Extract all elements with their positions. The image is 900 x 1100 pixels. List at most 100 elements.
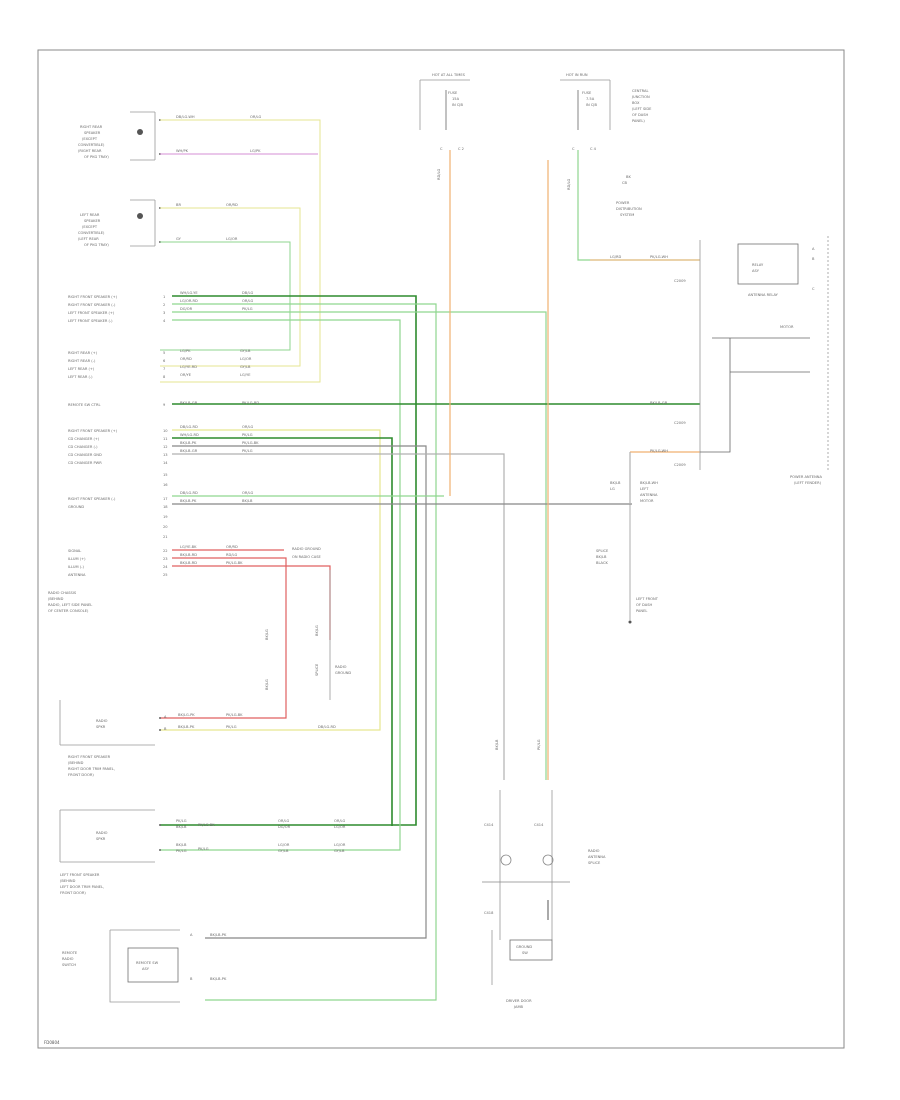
svg-text:BK/LG: BK/LG (265, 629, 269, 640)
svg-text:GROUND: GROUND (516, 945, 532, 949)
fuse-2-group: HOT IN RUN FUSE 7.5A IN CJB CENTRAL JUNC… (560, 73, 652, 190)
svg-text:LEFT FRONT: LEFT FRONT (636, 597, 659, 601)
svg-text:CD CHANGER (-): CD CHANGER (-) (68, 445, 98, 449)
svg-text:OR/LG: OR/LG (242, 299, 254, 303)
svg-text:DB/LG-RD: DB/LG-RD (180, 425, 198, 429)
svg-text:LG/OR: LG/OR (240, 357, 252, 361)
remote-switch-group: REMOTE SW ASY REMOTE RADIO SWITCH A B BK… (62, 929, 227, 1003)
svg-text:2: 2 (163, 303, 165, 307)
svg-text:BK/LG-PK: BK/LG-PK (178, 713, 195, 717)
svg-text:LG/RD: LG/RD (610, 255, 621, 259)
svg-text:RIGHT FRONT SPEAKER (-): RIGHT FRONT SPEAKER (-) (68, 303, 116, 307)
svg-text:BK/LG: BK/LG (265, 679, 269, 690)
svg-text:GY/LB: GY/LB (278, 849, 289, 853)
svg-text:GY/LB: GY/LB (334, 849, 345, 853)
svg-text:PANEL): PANEL) (632, 119, 645, 123)
svg-text:LEFT REAR (-): LEFT REAR (-) (68, 375, 93, 379)
svg-text:BK/LB-PK: BK/LB-PK (210, 977, 227, 981)
svg-text:GY/LB: GY/LB (240, 365, 251, 369)
svg-text:SPLICE: SPLICE (315, 663, 319, 676)
svg-text:OR/LG: OR/LG (242, 425, 254, 429)
svg-text:IN CJB: IN CJB (452, 103, 463, 107)
radio-wire-labels: WH/LG-YE DB/LG LG/OR-RD OR/LG DG/OR PK/L… (180, 291, 668, 565)
svg-text:ANTENNA RELAY: ANTENNA RELAY (748, 293, 779, 297)
svg-text:BK/LB-GR: BK/LB-GR (650, 401, 668, 405)
svg-text:RD/LG: RD/LG (226, 553, 237, 557)
svg-text:RIGHT REAR (-): RIGHT REAR (-) (68, 359, 96, 363)
svg-text:12: 12 (163, 445, 168, 449)
svg-text:RADIO: RADIO (62, 957, 74, 961)
svg-text:RIGHT FRONT SPEAKER (-): RIGHT FRONT SPEAKER (-) (68, 497, 116, 501)
svg-text:C 2: C 2 (458, 147, 464, 151)
svg-text:BK/LB: BK/LB (610, 481, 621, 485)
svg-text:(EXCEPT: (EXCEPT (82, 225, 98, 229)
svg-text:RIGHT DOOR TRIM PANEL,: RIGHT DOOR TRIM PANEL, (68, 767, 115, 771)
svg-text:22: 22 (163, 549, 168, 553)
diagram-frame (37, 49, 845, 1049)
svg-text:ANTENNA: ANTENNA (68, 573, 86, 577)
speaker-icon (137, 129, 143, 135)
svg-text:RADIO CHASSIS: RADIO CHASSIS (48, 591, 77, 595)
ground-right-group: BK/LB LG BK/LB-WH LEFT ANTENNA MOTOR SPL… (596, 481, 659, 624)
svg-text:RADIO: RADIO (96, 831, 108, 835)
svg-text:(EXCEPT: (EXCEPT (82, 137, 98, 141)
svg-text:LG/PK: LG/PK (250, 149, 261, 153)
svg-text:RELAY: RELAY (752, 263, 764, 267)
svg-text:A: A (812, 247, 815, 251)
svg-text:JAMB: JAMB (513, 1005, 524, 1009)
svg-text:LG/PK: LG/PK (180, 349, 191, 353)
svg-text:8: 8 (163, 375, 166, 379)
svg-text:1: 1 (163, 295, 165, 299)
svg-text:7.5A: 7.5A (586, 97, 595, 101)
svg-text:LG/OR-RD: LG/OR-RD (180, 299, 198, 303)
svg-text:FRONT DOOR): FRONT DOOR) (68, 773, 94, 777)
svg-text:IN CJB: IN CJB (586, 103, 597, 107)
svg-text:SPEAKER: SPEAKER (84, 131, 101, 135)
svg-text:BK/LB: BK/LB (176, 843, 187, 847)
rear-speaker-lh-group: LEFT REAR SPEAKER (EXCEPT CONVERTIBLE) (… (78, 199, 161, 247)
svg-text:OR/LG: OR/LG (250, 115, 262, 119)
svg-text:C2009: C2009 (674, 279, 686, 283)
svg-text:23: 23 (163, 557, 168, 561)
svg-text:CD CHANGER (+): CD CHANGER (+) (68, 437, 100, 441)
svg-text:FRONT DOOR): FRONT DOOR) (60, 891, 86, 895)
svg-text:13: 13 (163, 453, 168, 457)
svg-text:OF DASH: OF DASH (632, 113, 648, 117)
svg-text:BK/LG: BK/LG (315, 625, 319, 636)
svg-text:MOTOR: MOTOR (780, 325, 794, 329)
svg-text:C414: C414 (484, 823, 494, 827)
svg-text:(LEFT SIDE: (LEFT SIDE (632, 107, 652, 111)
svg-text:BK/LB-RD: BK/LB-RD (180, 561, 197, 565)
svg-text:BOX: BOX (632, 101, 640, 105)
svg-text:PK/LG-BK: PK/LG-BK (242, 441, 259, 445)
diagram-ref: FD0804 (44, 1040, 60, 1045)
fuse-1-group: HOT AT ALL TIMES FUSE 15A IN CJB C C 2 R… (419, 73, 470, 180)
svg-text:LEFT FRONT SPEAKER (-): LEFT FRONT SPEAKER (-) (68, 319, 113, 323)
svg-text:BK/LB-PK: BK/LB-PK (210, 933, 227, 937)
svg-text:15A: 15A (452, 97, 460, 101)
svg-text:7: 7 (163, 367, 165, 371)
svg-text:ASY: ASY (142, 967, 150, 971)
svg-text:PK/LG: PK/LG (176, 819, 187, 823)
svg-text:CONVERTIBLE): CONVERTIBLE) (78, 231, 105, 235)
rear-wire-labels: DB/LG-WH OR/LG WH/PK LG/PK BR OR/RD GY L… (176, 115, 262, 241)
svg-text:BK/LB-PK: BK/LB-PK (178, 725, 195, 729)
svg-text:(BEHIND: (BEHIND (60, 879, 76, 883)
svg-text:OR/RD: OR/RD (226, 203, 238, 207)
svg-text:LG/OR: LG/OR (334, 843, 346, 847)
svg-text:LEFT: LEFT (640, 487, 649, 491)
svg-text:LG: LG (610, 487, 615, 491)
svg-text:OR/YE: OR/YE (180, 373, 192, 377)
svg-text:CD CHANGER GND: CD CHANGER GND (68, 453, 102, 457)
svg-text:C: C (572, 147, 575, 151)
svg-text:PK/LG-WH: PK/LG-WH (650, 255, 668, 259)
svg-text:OR/LG: OR/LG (242, 491, 254, 495)
svg-text:B: B (812, 257, 815, 261)
svg-text:DG/OR: DG/OR (180, 307, 193, 311)
svg-text:9: 9 (163, 403, 166, 407)
radio-pin-labels: RIGHT FRONT SPEAKER (+) RIGHT FRONT SPEA… (68, 295, 118, 577)
svg-text:GROUND: GROUND (335, 671, 351, 675)
svg-text:OF CENTER CONSOLE): OF CENTER CONSOLE) (48, 609, 89, 613)
svg-text:PK/LG-BK: PK/LG-BK (198, 823, 215, 827)
svg-text:DISTRIBUTION: DISTRIBUTION (616, 207, 642, 211)
